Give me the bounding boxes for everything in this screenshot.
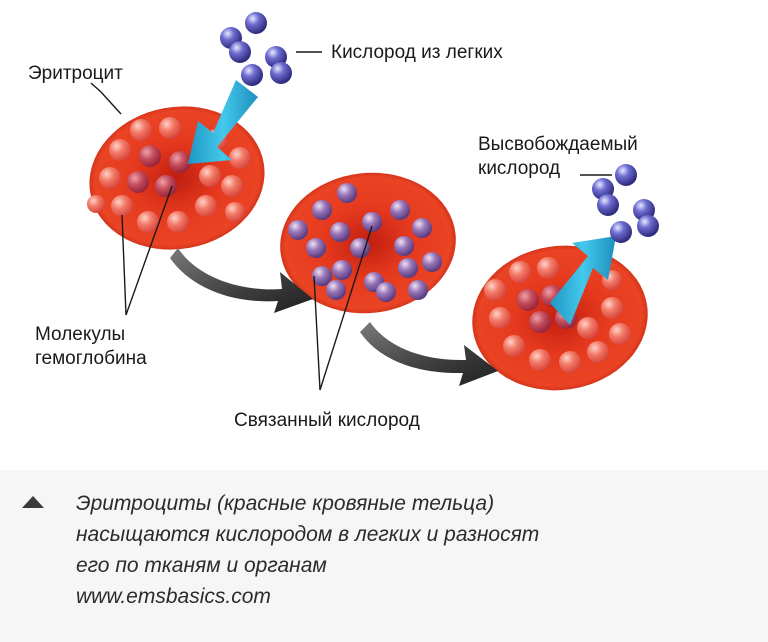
caption-text: Эритроциты (красные кровяные тельца) нас… (76, 488, 539, 612)
leader-hemoglobin-1 (121, 214, 127, 316)
label-bound-oxygen: Связанный кислород (234, 410, 420, 431)
erythrocyte-cell-1 (87, 106, 265, 250)
label-released-line1: Высвобождаемый (478, 134, 638, 155)
erythrocyte-cell-2 (280, 172, 456, 314)
incoming-oxygen-molecules (220, 12, 292, 86)
caption-line: Эритроциты (красные кровяные тельца) (76, 492, 495, 515)
leader-hemoglobin-2 (125, 185, 173, 316)
label-released-line2: кислород (478, 158, 560, 179)
label-erythrocyte: Эритроцит (28, 63, 123, 84)
caption-line: насыщаются кислородом в легких и разнося… (76, 523, 540, 546)
bound-oxygen-molecules-cell-2 (288, 183, 442, 302)
triangle-marker-icon (22, 496, 44, 508)
flow-arrow-2 (360, 322, 498, 386)
leader-bound-2 (319, 225, 373, 391)
oxygen-transport-diagram: Эритроцит Кислород из легких Молекулы ге… (28, 12, 659, 431)
hemoglobin-molecules-cell-1 (87, 117, 251, 233)
caption-line: его по тканям и органам (76, 554, 327, 577)
caption-source-link[interactable]: www.emsbasics.com (76, 585, 271, 608)
oxygen-inflow-arrow (188, 80, 258, 164)
hemoglobin-molecules-cell-3 (484, 257, 631, 373)
label-hemoglobin-line1: Молекулы (35, 324, 125, 345)
label-hemoglobin-line2: гемоглобина (35, 348, 147, 369)
erythrocyte-cell-3 (472, 245, 648, 391)
diagram-area: Эритроцит Кислород из легких Молекулы ге… (28, 12, 659, 431)
oxygen-release-arrow (550, 236, 616, 325)
leader-erythrocyte (90, 82, 122, 115)
leader-bound-1 (313, 275, 321, 391)
flow-arrow-1 (170, 248, 313, 313)
label-oxygen-from-lungs: Кислород из легких (331, 42, 503, 63)
released-oxygen-molecules (592, 164, 659, 243)
